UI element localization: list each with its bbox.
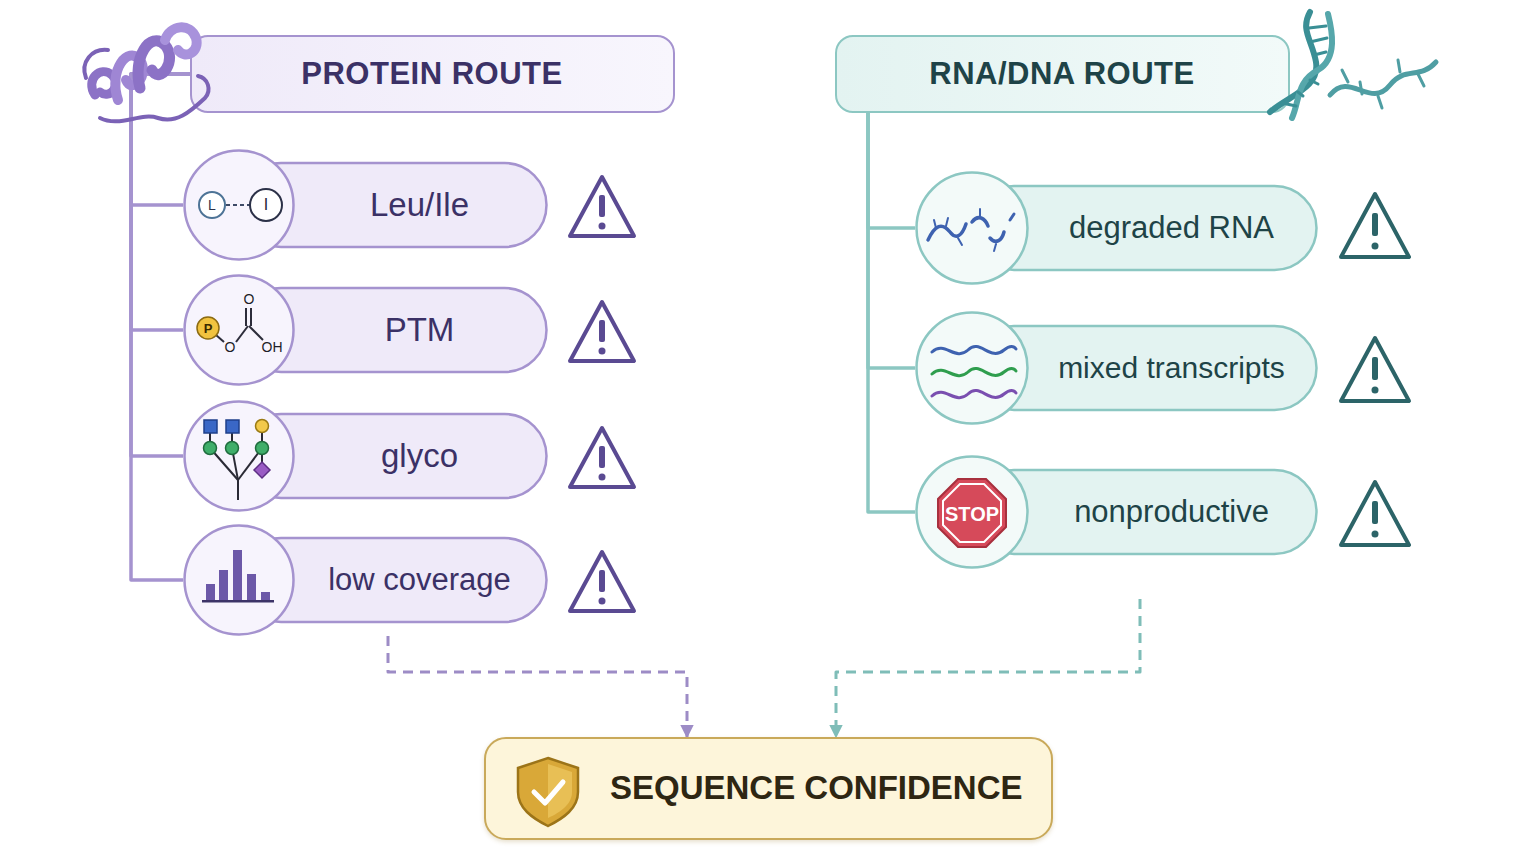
phospho-icon: [197, 308, 263, 342]
tree-connector: [131, 74, 190, 330]
glycan-icon: [204, 420, 271, 501]
pill-text: Leu/Ile: [370, 186, 469, 224]
shield-icon: [518, 758, 578, 826]
degraded-rna-icon: [928, 209, 1014, 251]
pill-shape: [183, 149, 548, 261]
icon-circle: [185, 276, 294, 385]
pill-text: PTM: [385, 311, 455, 349]
route-header: PROTEIN ROUTE: [190, 35, 675, 113]
pill-text: degraded RNA: [1069, 210, 1274, 246]
tree-connector: [131, 74, 190, 580]
mixed-transcripts-icon: [932, 347, 1016, 398]
stop-sign-icon: [938, 479, 1006, 547]
pill-shape: [183, 274, 548, 386]
tree-connector: [131, 74, 190, 205]
pill-text: nonproductive: [1074, 494, 1269, 530]
tree-connector: [868, 113, 915, 368]
issue-pill: nonproductive: [915, 455, 1318, 569]
icon-circle: [917, 173, 1028, 284]
issue-pill: glyco: [183, 400, 548, 512]
route-header: RNA/DNA ROUTE: [835, 35, 1290, 113]
header-text: RNA/DNA ROUTE: [929, 56, 1194, 92]
issue-pill: degraded RNA: [915, 171, 1318, 285]
pill-text: low coverage: [328, 562, 511, 598]
issue-pill: low coverage: [183, 524, 548, 636]
coverage-icon: [202, 550, 274, 603]
leu-ile-icon: [199, 189, 282, 221]
pill-text: mixed transcripts: [1058, 351, 1285, 386]
icon-circle: [185, 151, 294, 260]
protein-icon: [84, 27, 208, 121]
icon-circle: [917, 457, 1028, 568]
tree-connector: [868, 113, 915, 228]
warning-icons: [570, 177, 1409, 611]
issue-pill: PTM: [183, 274, 548, 386]
issue-pill: Leu/Ile: [183, 149, 548, 261]
tree-connector: [868, 113, 915, 512]
icon-circle: [917, 313, 1028, 424]
pill-shape: [183, 400, 548, 512]
result-text: SEQUENCE CONFIDENCE: [610, 769, 1023, 807]
dashed-arrow: [388, 636, 687, 737]
tree-connector: [131, 74, 190, 456]
icon-circle: [185, 402, 294, 511]
issue-pill: mixed transcripts: [915, 311, 1318, 425]
pill-text: glyco: [381, 437, 458, 475]
result-box: SEQUENCE CONFIDENCE: [484, 737, 1053, 840]
warning-marks: [599, 195, 1379, 605]
dashed-arrow: [836, 599, 1140, 737]
dna-icon: [1270, 12, 1436, 118]
icon-circle: [185, 526, 294, 635]
header-text: PROTEIN ROUTE: [301, 56, 562, 92]
